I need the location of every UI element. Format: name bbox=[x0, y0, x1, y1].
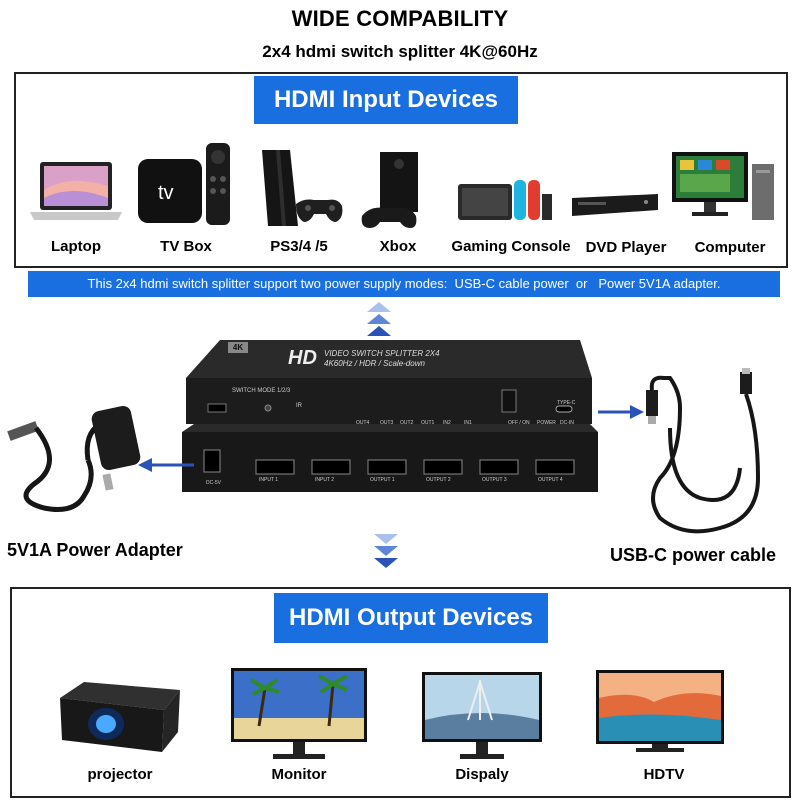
power-switch-label: OFF / ON bbox=[508, 420, 530, 426]
input-devices-banner: HDMI Input Devices bbox=[254, 76, 518, 124]
rear-port-output-2: OUTPUT 2 bbox=[426, 477, 451, 483]
rear-port-output-4: OUTPUT 4 bbox=[538, 477, 563, 483]
rear-port-output-3: OUTPUT 3 bbox=[482, 477, 507, 483]
power-adapter-icon bbox=[4, 404, 144, 524]
page-subtitle: 2x4 hdmi switch splitter 4K@60Hz bbox=[262, 42, 538, 61]
switch-mode-label: SWITCH MODE 1/2/3 bbox=[232, 388, 291, 394]
output-devices-banner: HDMI Output Devices bbox=[274, 593, 548, 643]
device-label-hdtv: HDTV bbox=[643, 766, 685, 783]
desktop-computer-icon bbox=[668, 150, 778, 224]
handheld-console-icon bbox=[456, 176, 556, 222]
4k-badge: 4K bbox=[228, 342, 248, 353]
page-title: WIDE COMPABILITY bbox=[291, 6, 509, 31]
device-label-xbox: Xbox bbox=[379, 238, 417, 255]
display-icon bbox=[420, 670, 544, 764]
rear-port-input-2: INPUT 2 bbox=[315, 477, 335, 483]
monitor-icon bbox=[229, 666, 369, 762]
up-arrows-icon bbox=[364, 300, 394, 338]
down-arrows-icon bbox=[372, 532, 400, 570]
svg-text:tv: tv bbox=[158, 182, 174, 204]
device-label-display: Dispaly bbox=[455, 766, 509, 783]
device-label-computer: Computer bbox=[694, 239, 766, 256]
laptop-icon bbox=[28, 160, 124, 226]
left-arrow-icon bbox=[136, 457, 194, 473]
usb-c-cable-label: USB-C power cable bbox=[610, 545, 777, 565]
type-c-label: TYPE-C bbox=[557, 400, 576, 406]
front-label-out1: OUT1 bbox=[421, 420, 435, 426]
dvd-player-icon bbox=[570, 192, 660, 218]
dc-5v-label: DC-5V bbox=[206, 480, 222, 486]
device-model-line1: VIDEO SWITCH SPLITTER 2X4 bbox=[324, 349, 440, 358]
dc-in-label: DC-IN bbox=[560, 420, 574, 426]
device-label-tv-box: TV Box bbox=[160, 238, 212, 255]
device-brand: HD bbox=[288, 347, 317, 369]
front-label-out4: OUT4 bbox=[356, 420, 370, 426]
device-model-line2: 4K60Hz / HDR / Scale-down bbox=[324, 359, 425, 368]
rear-port-output-1: OUTPUT 1 bbox=[370, 477, 395, 483]
right-arrow-icon bbox=[598, 404, 646, 420]
hdtv-icon bbox=[594, 668, 726, 756]
projector-icon bbox=[54, 678, 184, 758]
front-label-in2: IN2 bbox=[443, 420, 451, 426]
hdmi-switch-splitter-device bbox=[180, 336, 600, 496]
power-adapter-label: 5V1A Power Adapter bbox=[7, 540, 183, 560]
ir-label: IR bbox=[296, 403, 302, 409]
device-label-projector: projector bbox=[87, 766, 153, 783]
device-label-ps: PS3/4 /5 bbox=[270, 238, 328, 255]
front-label-in1: IN1 bbox=[464, 420, 472, 426]
game-console-icon bbox=[258, 148, 344, 228]
device-label-gaming-console: Gaming Console bbox=[451, 238, 571, 255]
xbox-icon bbox=[360, 150, 436, 230]
device-label-dvd-player: DVD Player bbox=[585, 239, 667, 256]
power-modes-info-bar: This 2x4 hdmi switch splitter support tw… bbox=[28, 271, 780, 297]
power-led-label: POWER bbox=[537, 420, 556, 426]
front-label-out2: OUT2 bbox=[400, 420, 414, 426]
rear-port-input-1: INPUT 1 bbox=[259, 477, 279, 483]
device-label-laptop: Laptop bbox=[51, 238, 101, 255]
tv-box-icon: tv bbox=[136, 143, 240, 227]
front-label-out3: OUT3 bbox=[380, 420, 394, 426]
usb-c-cable-icon bbox=[640, 368, 770, 540]
device-label-monitor: Monitor bbox=[271, 766, 327, 783]
